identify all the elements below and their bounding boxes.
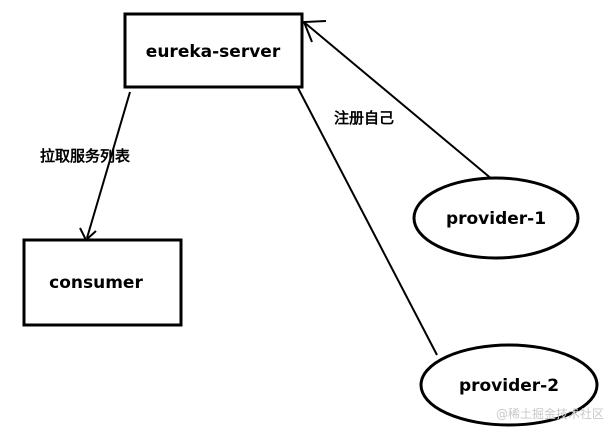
- consumer-box: [22, 238, 183, 327]
- arrowhead-to-eureka-server: [302, 20, 327, 43]
- eureka-server-label: eureka-server: [146, 42, 281, 62]
- node-provider-2: provider-2: [419, 343, 599, 427]
- consumer-label: consumer: [49, 273, 143, 293]
- label-fetch-service-list: 拉取服务列表: [40, 147, 131, 165]
- provider-1-ellipse: [412, 176, 580, 260]
- connections: [79, 20, 494, 356]
- node-provider-1: provider-1: [412, 176, 580, 260]
- node-consumer: consumer: [22, 238, 183, 327]
- watermark: @稀土掘金技术社区: [496, 406, 604, 421]
- label-register-self: 注册自己: [334, 109, 394, 127]
- provider-1-label: provider-1: [446, 209, 546, 229]
- edge-register-provider-2: [297, 87, 438, 356]
- edge-register-provider-1: [304, 22, 494, 181]
- node-eureka-server: eureka-server: [123, 12, 304, 89]
- edge-fetch-service-list: [86, 91, 131, 239]
- provider-2-ellipse: [419, 343, 599, 427]
- eureka-server-box: [123, 12, 304, 89]
- provider-2-label: provider-2: [459, 376, 559, 396]
